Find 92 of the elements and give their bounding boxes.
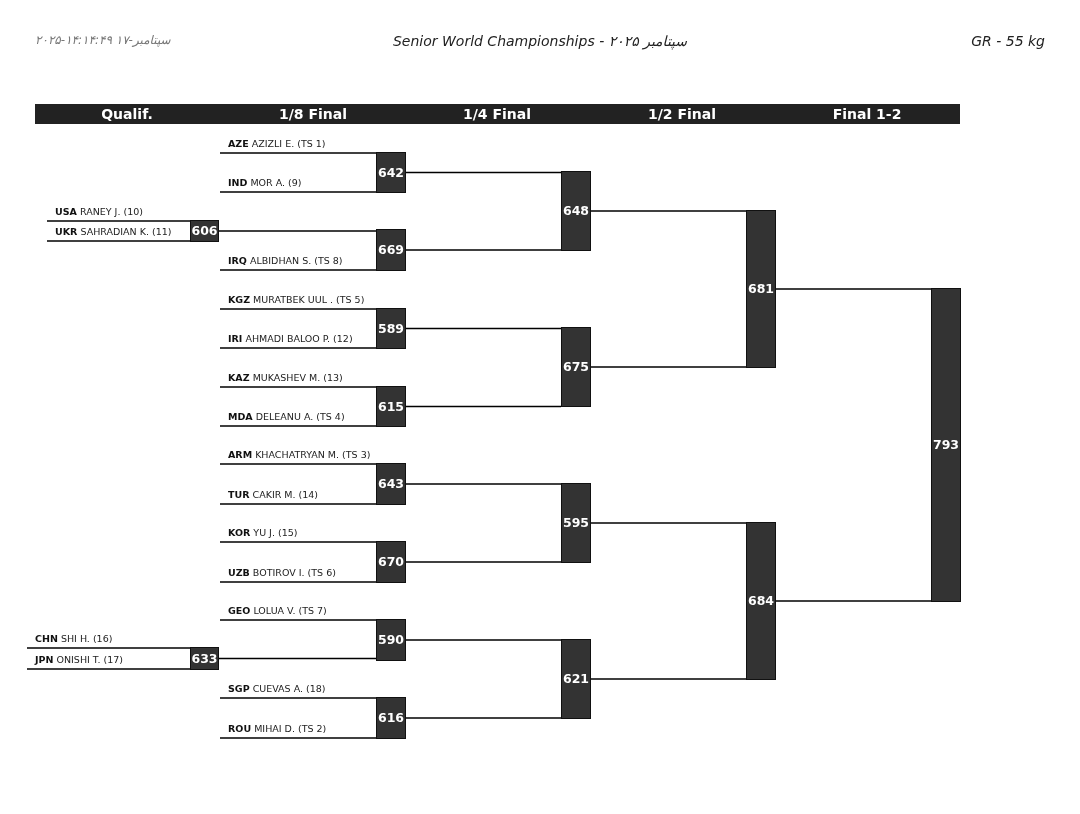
bracket-line (589, 210, 747, 212)
round-heading: 1/2 Final (648, 105, 716, 123)
competitor-name: IND MOR A. (9) (220, 176, 304, 190)
match-number: 642 (377, 165, 405, 180)
match-number: 616 (377, 711, 405, 725)
match-bar (746, 210, 776, 368)
bracket-line (589, 678, 747, 680)
bracket-line (219, 152, 377, 154)
bracket-line (219, 425, 377, 427)
match-number: 589 (377, 321, 405, 336)
competitor-name: KGZ MURATBEK UUL . (TS 5) (220, 293, 367, 307)
competitor-name: IRI AHMADI BALOO P. (12) (220, 332, 355, 346)
bracket-line (404, 717, 562, 719)
competitor-name: CHN SHI H. (16) (27, 632, 115, 646)
competitor-name: KAZ MUKASHEV M. (13) (220, 371, 345, 385)
bracket-line (26, 668, 191, 670)
bracket-line (219, 697, 377, 699)
match-number: 633 (191, 651, 218, 666)
bracket-line (219, 503, 377, 505)
match-bar (376, 308, 406, 349)
competitor-name: UZB BOTIROV I. (TS 6) (220, 566, 338, 580)
competitor-name: AZE AZIZLI E. (TS 1) (220, 137, 328, 151)
competitor-name: ARM KHACHATRYAN M. (TS 3) (220, 448, 373, 462)
bracket-line (404, 639, 562, 641)
bracket-line (404, 171, 562, 174)
match-number: 615 (377, 399, 405, 414)
bracket-line (219, 581, 377, 583)
round-heading: Qualif. (101, 105, 153, 123)
match-bar (931, 288, 961, 602)
competitor-name: GEO LOLUA V. (TS 7) (220, 604, 329, 618)
bracket-line (219, 386, 377, 388)
bracket-line (404, 405, 562, 408)
match-number: 670 (377, 555, 405, 569)
bracket-line (219, 269, 377, 271)
bracket-line (219, 737, 377, 739)
round-heading: 1/4 Final (463, 105, 531, 123)
bracket-line (404, 327, 562, 330)
bracket-line (219, 191, 377, 193)
bracket-line (774, 600, 932, 602)
bracket-line (46, 220, 191, 222)
round-heading: Final 1-2 (832, 105, 902, 123)
bracket-line (404, 249, 562, 251)
match-number: 595 (562, 516, 590, 530)
match-number: 669 (377, 243, 405, 257)
match-bar (376, 229, 406, 271)
timestamp: سپتامبر-۱۷ ۱۴:۱۴:۴۹-۲۰۲۵ (35, 33, 171, 47)
match-number: 793 (932, 438, 960, 452)
competitor-name: SGP CUEVAS A. (18) (220, 682, 328, 696)
bracket-line (217, 657, 377, 660)
bracket-line (774, 288, 932, 290)
match-number: 648 (562, 204, 590, 218)
bracket-line (26, 647, 191, 649)
match-bar (561, 639, 591, 719)
match-number: 681 (747, 282, 775, 296)
match-number: 621 (562, 672, 590, 686)
competitor-name: IRQ ALBIDHAN S. (TS 8) (220, 254, 345, 268)
match-bar (376, 386, 406, 427)
match-bar (561, 483, 591, 563)
match-bar (376, 541, 406, 583)
match-bar (376, 463, 406, 505)
bracket-line (219, 463, 377, 465)
weight-class: GR - 55 kg (971, 33, 1045, 49)
bracket-line (404, 483, 562, 485)
match-number: 643 (377, 477, 405, 491)
match-bar (561, 327, 591, 407)
match-bar (376, 619, 406, 661)
competitor-name: KOR YU J. (15) (220, 526, 300, 540)
page-title: Senior World Championships - سپتامبر ۲۰۲۵ (392, 33, 688, 49)
competitor-name: UKR SAHRADIAN K. (11) (47, 225, 174, 239)
competitor-name: MDA DELEANU A. (TS 4) (220, 410, 347, 424)
match-number: 590 (377, 633, 405, 647)
match-number: 675 (562, 360, 590, 374)
bracket-line (219, 347, 377, 349)
competitor-name: TUR CAKIR M. (14) (220, 488, 321, 502)
bracket-line (219, 619, 377, 621)
round-heading: 1/8 Final (279, 105, 347, 123)
bracket-line (219, 308, 377, 310)
competitor-name: ROU MIHAI D. (TS 2) (220, 722, 329, 736)
match-bar (376, 152, 406, 193)
competitor-name: USA RANEY J. (10) (47, 205, 145, 219)
match-bar (561, 171, 591, 251)
match-number: 606 (191, 224, 218, 238)
bracket-line (589, 366, 747, 368)
bracket-line (46, 240, 191, 242)
match-bar (746, 522, 776, 680)
competitor-name: JPN ONISHI T. (17) (27, 653, 126, 667)
bracket-line (217, 230, 377, 232)
bracket-line (589, 522, 747, 524)
match-number: 684 (747, 594, 775, 608)
bracket-line (404, 561, 562, 563)
match-bar (376, 697, 406, 739)
bracket-line (219, 541, 377, 543)
